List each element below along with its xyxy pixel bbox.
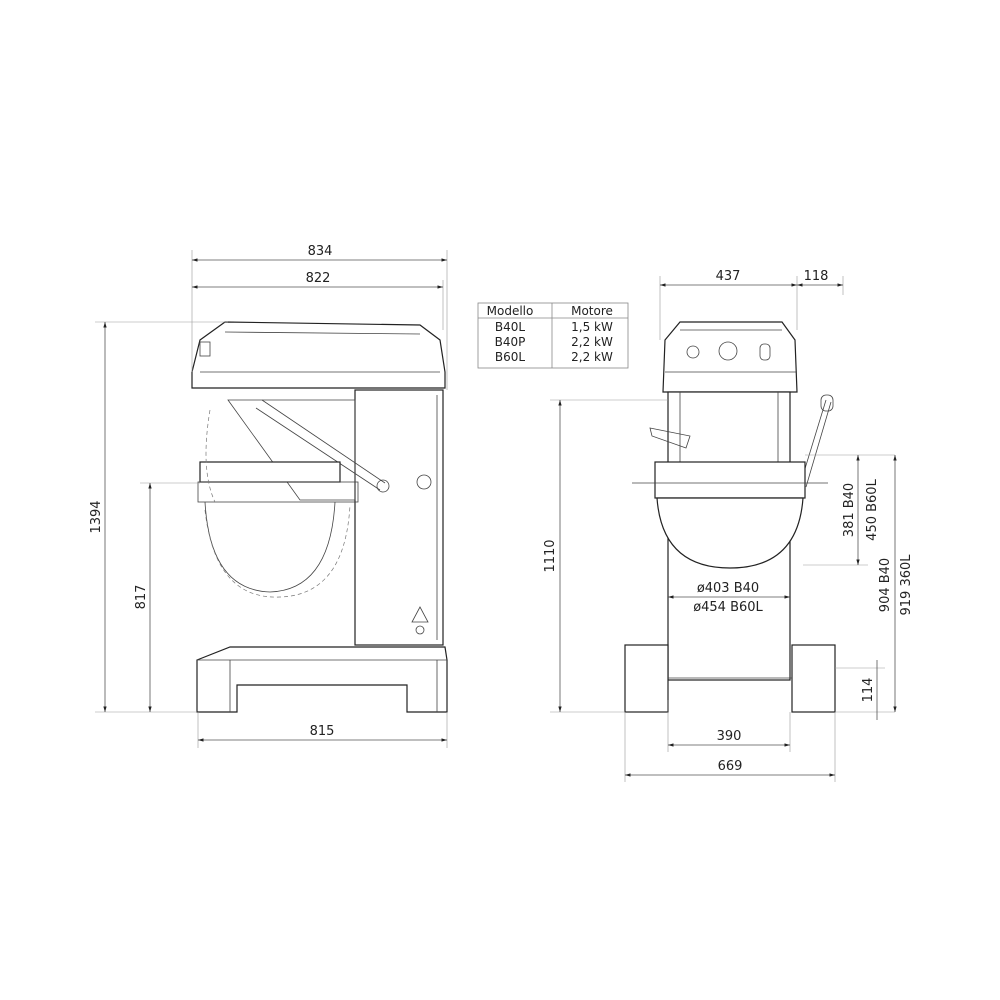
dim-front-overall-width: 669 (718, 759, 743, 774)
dim-rim-height-360l: 919 360L (899, 554, 914, 616)
dim-bowl-dia-b40: ø403 B40 (697, 581, 759, 596)
front-bowl-rim (654, 461, 806, 499)
bowl (204, 501, 336, 593)
front-foot-right (791, 644, 836, 713)
motor-table: Modello Motore B40L 1,5 kW B40P 2,2 kW B… (477, 302, 629, 369)
dim-rim-height-b40: 904 B40 (878, 558, 893, 612)
front-bowl (656, 497, 804, 569)
table-cell: B60L (495, 350, 526, 364)
bowl-rim (199, 461, 341, 483)
side-view: 834 822 1394 817 815 (89, 244, 448, 748)
table-cell: 1,5 kW (571, 320, 613, 334)
front-view: 437 118 1110 381 B40 450 B60L 904 B40 91… (543, 269, 914, 782)
mixer-base (196, 646, 448, 713)
table-cell: 2,2 kW (571, 335, 613, 349)
dim-front-height: 1110 (543, 539, 558, 572)
table-cell: 2,2 kW (571, 350, 613, 364)
table-cell: B40L (495, 320, 526, 334)
dim-head-width: 822 (306, 271, 331, 286)
dim-overall-height: 1394 (89, 500, 104, 533)
dim-overall-width: 834 (308, 244, 333, 259)
front-foot-left (624, 644, 669, 713)
dim-front-head-width: 437 (716, 269, 741, 284)
dim-bowl-depth-b40: 381 B40 (842, 483, 857, 537)
dim-bowl-depth-b60l: 450 B60L (865, 478, 880, 540)
table-cell: B40P (495, 335, 526, 349)
dim-bowl-dia-b60l: ø454 B60L (693, 600, 763, 615)
mixer-head (191, 321, 446, 389)
table-header-model: Modello (487, 304, 534, 318)
dim-base-length: 815 (310, 724, 335, 739)
dim-lever-offset: 118 (804, 269, 829, 284)
dim-foot-height: 114 (861, 678, 876, 703)
front-head (662, 321, 798, 393)
dim-bowl-height: 817 (134, 585, 149, 610)
dim-inner-width: 390 (717, 729, 742, 744)
mixer-column (354, 389, 444, 646)
table-header-motor: Motore (571, 304, 613, 318)
